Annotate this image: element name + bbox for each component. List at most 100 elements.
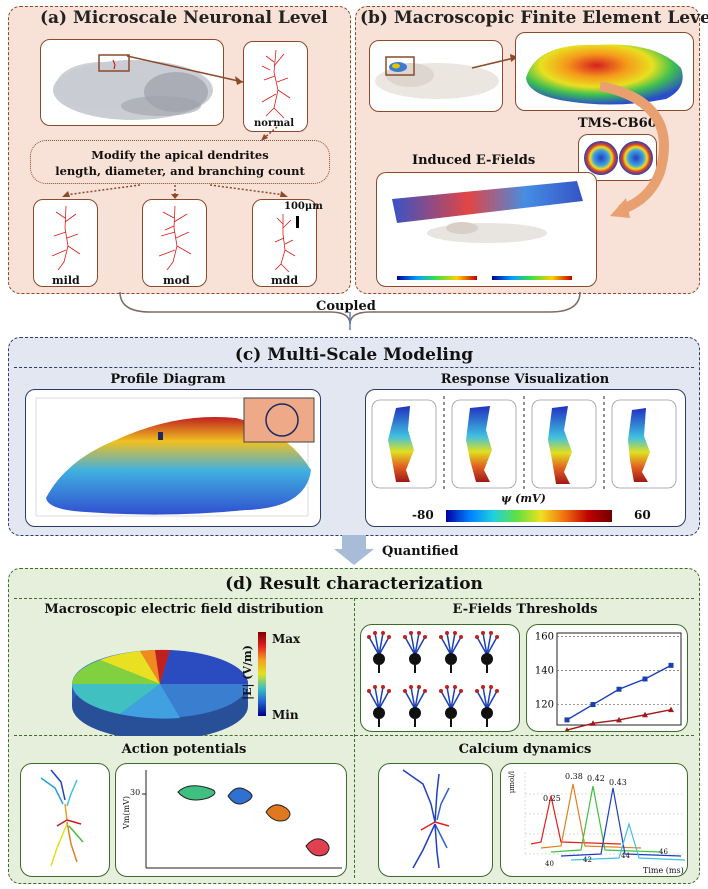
arrow-to-normal: [126, 55, 244, 85]
threshold-point: [590, 702, 596, 708]
calcium-value-2: 0.42: [587, 774, 605, 783]
scale-bar: [296, 216, 299, 228]
modify-text-line1: Modify the apical dendrites: [91, 148, 269, 162]
calcium-value-3: 0.43: [609, 778, 627, 787]
efield-axis-label: |E| (V/m): [240, 645, 254, 700]
coil-image: [584, 141, 653, 175]
threshold-chart-box: 120 140 160: [526, 624, 688, 732]
calcium-x-tick-1: 42: [583, 856, 592, 864]
psi-label: ψ (mV): [501, 492, 546, 505]
max-label: Max: [272, 632, 301, 646]
panel-b-title: (b) Macroscopic Finite Element Level: [360, 8, 708, 28]
mdd-neuron-box: mdd: [252, 199, 317, 287]
panel-d-title: (d) Result characterization: [225, 574, 483, 594]
panel-c-title: (c) Multi-Scale Modeling: [234, 345, 474, 365]
panel-d-divider-vertical: [354, 598, 355, 878]
coupled-label: Coupled: [316, 299, 376, 314]
quantified-label: Quantified: [382, 544, 459, 559]
response-title: Response Visualization: [440, 372, 610, 387]
calcium-title: Calcium dynamics: [458, 742, 592, 757]
colorbar-min-label: -80: [412, 508, 434, 522]
threshold-neurons-box: [360, 624, 520, 732]
ap-violin-chart: [142, 770, 342, 869]
min-label: Min: [272, 708, 299, 722]
panel-c-divider: [14, 367, 694, 368]
ap-neuron-box: [20, 763, 110, 877]
modify-text-line2: length, diameter, and branching count: [55, 164, 305, 178]
calcium-x-tick-2: 44: [621, 852, 630, 860]
efield-image: [392, 181, 583, 280]
threshold-point: [616, 716, 622, 723]
mod-neuron-box: mod: [142, 199, 207, 287]
mdd-neuron-image: [274, 214, 296, 273]
efield-brain-box: [515, 32, 694, 111]
modify-box: [30, 140, 330, 184]
threshold-point: [564, 717, 570, 723]
efield-box: [376, 172, 597, 287]
scale-bar-label: 100μm: [284, 201, 323, 212]
arrow-to-brain: [471, 54, 518, 69]
ap-title: Action potentials: [121, 742, 247, 757]
threshold-point: [642, 676, 648, 682]
neuron-icons-image: [366, 630, 500, 728]
calcium-neuron-image: [402, 769, 450, 869]
efield-pie-chart: [72, 649, 249, 736]
macro-title: Macroscopic electric field distribution: [44, 602, 324, 617]
mild-neuron-box: mild: [33, 199, 98, 287]
coil-box: [578, 134, 657, 181]
head-model-image: [375, 56, 499, 99]
threshold-point: [668, 706, 674, 713]
dotted-arrows-down: [62, 184, 288, 199]
response-box: ψ (mV) -80 60: [365, 389, 686, 527]
efield-colorbar: [258, 632, 266, 716]
calcium-y-label: μmol/l: [508, 770, 517, 794]
coupled-bracket: [119, 291, 581, 330]
mdd-label: mdd: [271, 274, 299, 287]
threshold-line-chart: 120 140 160: [535, 631, 682, 731]
ap-y-label: Vm(mV): [121, 796, 131, 829]
mild-neuron-image: [51, 205, 81, 271]
normal-neuron-image: [261, 49, 291, 119]
calcium-x-label: Time (ms): [643, 866, 684, 875]
colorbar-max-label: 60: [634, 508, 651, 522]
threshold-point: [616, 686, 622, 692]
mod-label: mod: [163, 274, 190, 287]
panel-d-divider-middle: [14, 735, 694, 736]
profile-diagram-image: [35, 397, 315, 517]
calcium-x-tick-0: 40: [545, 860, 554, 868]
calcium-value-1: 0.38: [565, 772, 583, 781]
threshold-series-line: [566, 664, 672, 721]
dotted-arrow-normal-modify: [261, 126, 278, 141]
threshold-point: [590, 720, 596, 726]
calcium-chart-box: 0.25 0.38 0.42 0.43 μmol/l 40 42 44 46 T…: [500, 763, 688, 877]
threshold-point: [668, 662, 674, 668]
threshold-title: E-Fields Thresholds: [452, 602, 598, 617]
panel-a-title: (a) Microscale Neuronal Level: [40, 8, 328, 28]
normal-label: normal: [254, 118, 295, 129]
threshold-plot-frame: [556, 632, 682, 726]
profile-diagram-box: [25, 389, 321, 527]
calcium-neuron-box: [378, 763, 493, 877]
mild-label: mild: [52, 274, 80, 287]
calcium-value-0: 0.25: [543, 794, 561, 803]
calcium-x-tick-3: 46: [659, 848, 668, 856]
efield-brain-image: [526, 44, 683, 105]
coil-label: TMS-CB60: [578, 116, 657, 131]
curved-arrow: [598, 82, 669, 218]
profile-title: Profile Diagram: [110, 372, 226, 387]
threshold-point: [564, 727, 570, 731]
efield-label: Induced E-Fields: [412, 153, 536, 168]
normal-neuron-box: normal: [243, 41, 308, 132]
mouse-brain-image: [53, 54, 213, 120]
calcium-3d-chart: [524, 772, 686, 861]
threshold-y-tick-label: 160: [535, 631, 554, 642]
ap-violin-box: 30 Vm(mV): [115, 763, 347, 877]
colorbar: [446, 510, 612, 522]
threshold-y-tick-label: 140: [535, 665, 554, 676]
threshold-point: [642, 711, 648, 718]
mod-neuron-image: [158, 205, 192, 271]
quantified-arrow: [334, 535, 374, 565]
ap-neuron-image: [40, 769, 84, 867]
threshold-y-tick-label: 120: [535, 700, 554, 711]
response-neurons-image: [371, 396, 677, 490]
